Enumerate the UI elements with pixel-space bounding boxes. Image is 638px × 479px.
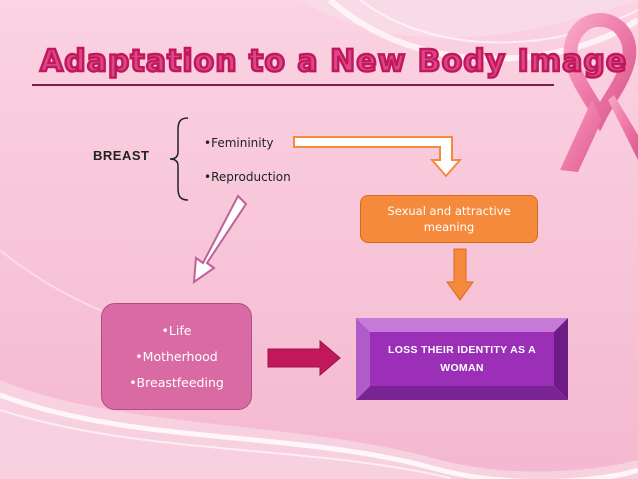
- loss-line2: WOMAN: [440, 362, 484, 374]
- breastfeeding-item: •Breastfeeding: [129, 374, 224, 390]
- life-box: •Life •Motherhood •Breastfeeding: [101, 303, 252, 410]
- life-item: •Life: [161, 322, 192, 338]
- title-underline: [32, 84, 554, 86]
- pink-ribbon-icon: [560, 12, 638, 172]
- breast-label: BREAST: [93, 148, 150, 163]
- slide-title: Adaptation to a New Body Image: [39, 43, 628, 81]
- motherhood-item: •Motherhood: [135, 348, 218, 364]
- femininity-bullet: •Femininity: [204, 136, 274, 150]
- bevel-frame: [356, 318, 568, 400]
- sexual-meaning-line2: meaning: [423, 220, 475, 234]
- loss-identity-box: LOSS THEIR IDENTITY AS A WOMAN: [356, 318, 568, 400]
- wave-top: [300, 0, 638, 38]
- sexual-meaning-box: Sexual and attractive meaning: [360, 195, 538, 243]
- sexual-meaning-line1: Sexual and attractive: [387, 204, 511, 218]
- loss-line1: LOSS THEIR IDENTITY AS A: [388, 344, 536, 356]
- reproduction-bullet: •Reproduction: [204, 170, 291, 184]
